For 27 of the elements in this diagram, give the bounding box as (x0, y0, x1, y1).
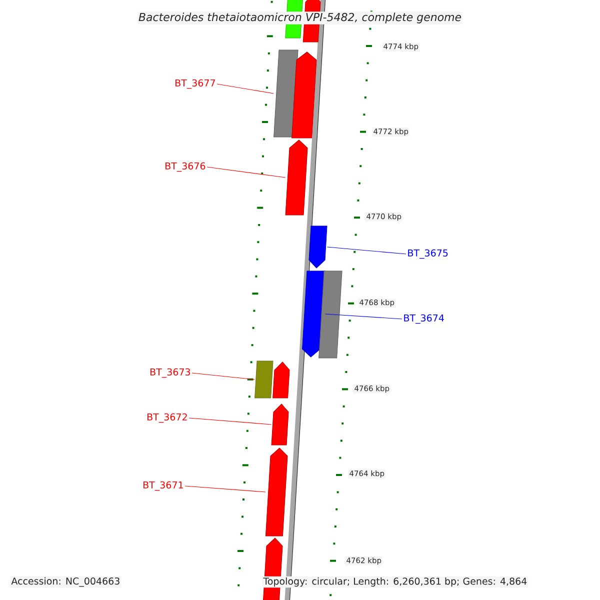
gene-block (254, 360, 274, 398)
gene-block (292, 52, 317, 138)
leader-line (192, 372, 255, 380)
gene-block (265, 448, 288, 536)
info-text: Accession: NC_004663 (10, 576, 122, 588)
gene-block (318, 270, 342, 358)
gene-label: BT_3675 (408, 249, 448, 259)
leader-line (188, 418, 272, 425)
gene-label: BT_3677 (175, 79, 215, 89)
gene-label: BT_3674 (404, 314, 444, 324)
gene-block (272, 362, 290, 398)
leader-line (324, 314, 402, 320)
leader-line (206, 166, 286, 178)
gene-label: BT_3673 (150, 368, 190, 378)
title: Bacteroides thetaiotaomicron VPI-5482, complete genome (137, 12, 463, 24)
gene-label: BT_3676 (165, 162, 206, 172)
gene-block (285, 140, 308, 216)
gene-label: BT_3671 (143, 481, 183, 491)
leader-line (326, 246, 406, 254)
info-text: Topology: circular; Length: 6,260,361 bp; Genes: 4,864 (262, 576, 528, 588)
gene-block (302, 270, 326, 358)
gene-block (274, 50, 298, 138)
leader-line (216, 84, 274, 94)
gene-block (271, 404, 289, 446)
gene-label: BT_3672 (147, 413, 187, 423)
gene-block (308, 226, 328, 268)
leader-line (184, 486, 266, 492)
